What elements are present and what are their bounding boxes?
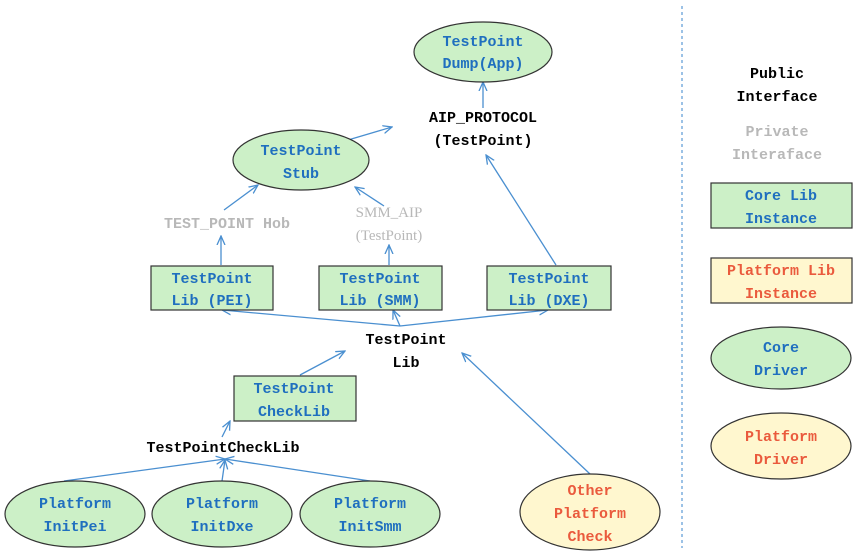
legend-platform-lib-line-2: Instance xyxy=(745,286,817,303)
core-driver-ellipse xyxy=(413,21,553,83)
core-lib-box xyxy=(318,265,443,311)
arrow-hob-to-stub xyxy=(223,185,258,211)
node-aip-protocol: AIP_PROTOCOL (TestPoint) xyxy=(429,110,537,150)
legend-core-driver-line-2: Driver xyxy=(754,363,808,380)
testpoint-lib-line-2: Lib xyxy=(392,355,419,372)
test-point-hob-label: TEST_POINT Hob xyxy=(164,216,290,233)
arrow-smmaip-to-stub xyxy=(355,187,385,207)
stub-line-1: TestPoint xyxy=(260,143,341,160)
arrow-stub-to-aip xyxy=(347,127,392,141)
lib-dxe-line-2: Lib (DXE) xyxy=(508,293,589,310)
legend-public-line-2: Interface xyxy=(736,89,817,106)
smm-aip-line-1: SMM_AIP xyxy=(356,205,423,221)
core-driver-ellipse xyxy=(151,480,293,548)
lib-smm-line-1: TestPoint xyxy=(339,271,420,288)
legend-private-interface: Private Interaface xyxy=(732,124,822,164)
core-lib-box xyxy=(150,265,274,311)
legend-core-driver: Core Driver xyxy=(710,326,852,390)
checklib-box-line-2: CheckLib xyxy=(258,404,330,421)
arrow-othercheck-to-lib xyxy=(462,353,591,475)
arrow-checklabel-to-checkbox xyxy=(221,421,230,438)
aip-protocol-line-1: AIP_PROTOCOL xyxy=(429,110,537,127)
legend-core-driver-line-1: Core xyxy=(763,340,799,357)
core-lib-box xyxy=(233,375,357,422)
stub-line-2: Stub xyxy=(283,166,319,183)
legend-private-line-2: Interaface xyxy=(732,147,822,164)
arrow-checklib-to-lib xyxy=(299,351,345,376)
legend-public-interface: Public Interface xyxy=(736,66,817,106)
arrows xyxy=(63,82,591,482)
legend-platform-driver-line-1: Platform xyxy=(745,429,817,446)
aip-protocol-line-2: (TestPoint) xyxy=(433,133,532,150)
node-checklib-box: TestPoint CheckLib xyxy=(233,375,357,422)
dump-app-line-2: Dump(App) xyxy=(442,56,523,73)
legend-core-lib-instance: Core Lib Instance xyxy=(710,182,853,229)
init-dxe-line-1: Platform xyxy=(186,496,258,513)
arrow-initpei-to-checklabel xyxy=(63,459,225,482)
testpoint-lib-line-1: TestPoint xyxy=(365,332,446,349)
arrow-initdxe-to-checklabel xyxy=(222,460,225,482)
core-driver-ellipse xyxy=(4,480,146,548)
legend-core-lib-line-2: Instance xyxy=(745,211,817,228)
checklib-box-line-1: TestPoint xyxy=(253,381,334,398)
checklib-interface-label: TestPointCheckLib xyxy=(146,440,299,457)
node-lib-pei: TestPoint Lib (PEI) xyxy=(150,265,274,311)
arrow-lib-to-libpei xyxy=(222,310,401,327)
legend-platform-driver: Platform Driver xyxy=(710,412,852,480)
legend-platform-lib-line-1: Platform Lib xyxy=(727,263,835,280)
init-pei-line-2: InitPei xyxy=(43,519,106,536)
arrow-libdxe-to-aip xyxy=(486,155,557,266)
other-check-line-1: Other xyxy=(567,483,612,500)
legend-public-line-1: Public xyxy=(750,66,804,83)
legend-private-line-1: Private xyxy=(745,124,808,141)
init-smm-line-1: Platform xyxy=(334,496,406,513)
legend-platform-driver-ellipse xyxy=(710,412,852,480)
node-init-smm: Platform InitSmm xyxy=(299,480,441,548)
legend-platform-lib-instance: Platform Lib Instance xyxy=(710,257,853,304)
node-testpoint-lib: TestPoint Lib xyxy=(365,332,446,372)
legend-core-lib-box xyxy=(710,182,853,229)
node-init-pei: Platform InitPei xyxy=(4,480,146,548)
arrow-lib-to-libdxe xyxy=(399,310,548,327)
dump-app-line-1: TestPoint xyxy=(442,34,523,51)
legend-core-lib-line-1: Core Lib xyxy=(745,188,817,205)
lib-dxe-line-1: TestPoint xyxy=(508,271,589,288)
node-smm-aip: SMM_AIP (TestPoint) xyxy=(356,205,423,244)
core-driver-ellipse xyxy=(299,480,441,548)
node-testpoint-stub: TestPoint Stub xyxy=(232,129,370,191)
legend-platform-driver-line-2: Driver xyxy=(754,452,808,469)
node-lib-smm: TestPoint Lib (SMM) xyxy=(318,265,443,311)
legend: Public Interface Private Interaface Core… xyxy=(710,66,853,480)
init-smm-line-2: InitSmm xyxy=(338,519,401,536)
init-pei-line-1: Platform xyxy=(39,496,111,513)
node-lib-dxe: TestPoint Lib (DXE) xyxy=(486,265,612,311)
init-dxe-line-2: InitDxe xyxy=(190,519,253,536)
other-check-line-2: Platform xyxy=(554,506,626,523)
legend-platform-lib-box xyxy=(710,257,853,304)
lib-pei-line-1: TestPoint xyxy=(171,271,252,288)
smm-aip-line-2: (TestPoint) xyxy=(356,228,422,244)
legend-core-driver-ellipse xyxy=(710,326,852,390)
lib-smm-line-2: Lib (SMM) xyxy=(339,293,420,310)
node-other-platform-check: Other Platform Check xyxy=(519,473,661,551)
other-check-line-3: Check xyxy=(567,529,612,546)
core-driver-ellipse xyxy=(232,129,370,191)
arrow-lib-to-libsmm xyxy=(393,310,400,327)
node-dump-app: TestPoint Dump(App) xyxy=(413,21,553,83)
lib-pei-line-2: Lib (PEI) xyxy=(171,293,252,310)
platform-driver-ellipse xyxy=(519,473,661,551)
arrow-initsmm-to-checklabel xyxy=(225,459,371,482)
node-init-dxe: Platform InitDxe xyxy=(151,480,293,548)
core-lib-box xyxy=(486,265,612,311)
